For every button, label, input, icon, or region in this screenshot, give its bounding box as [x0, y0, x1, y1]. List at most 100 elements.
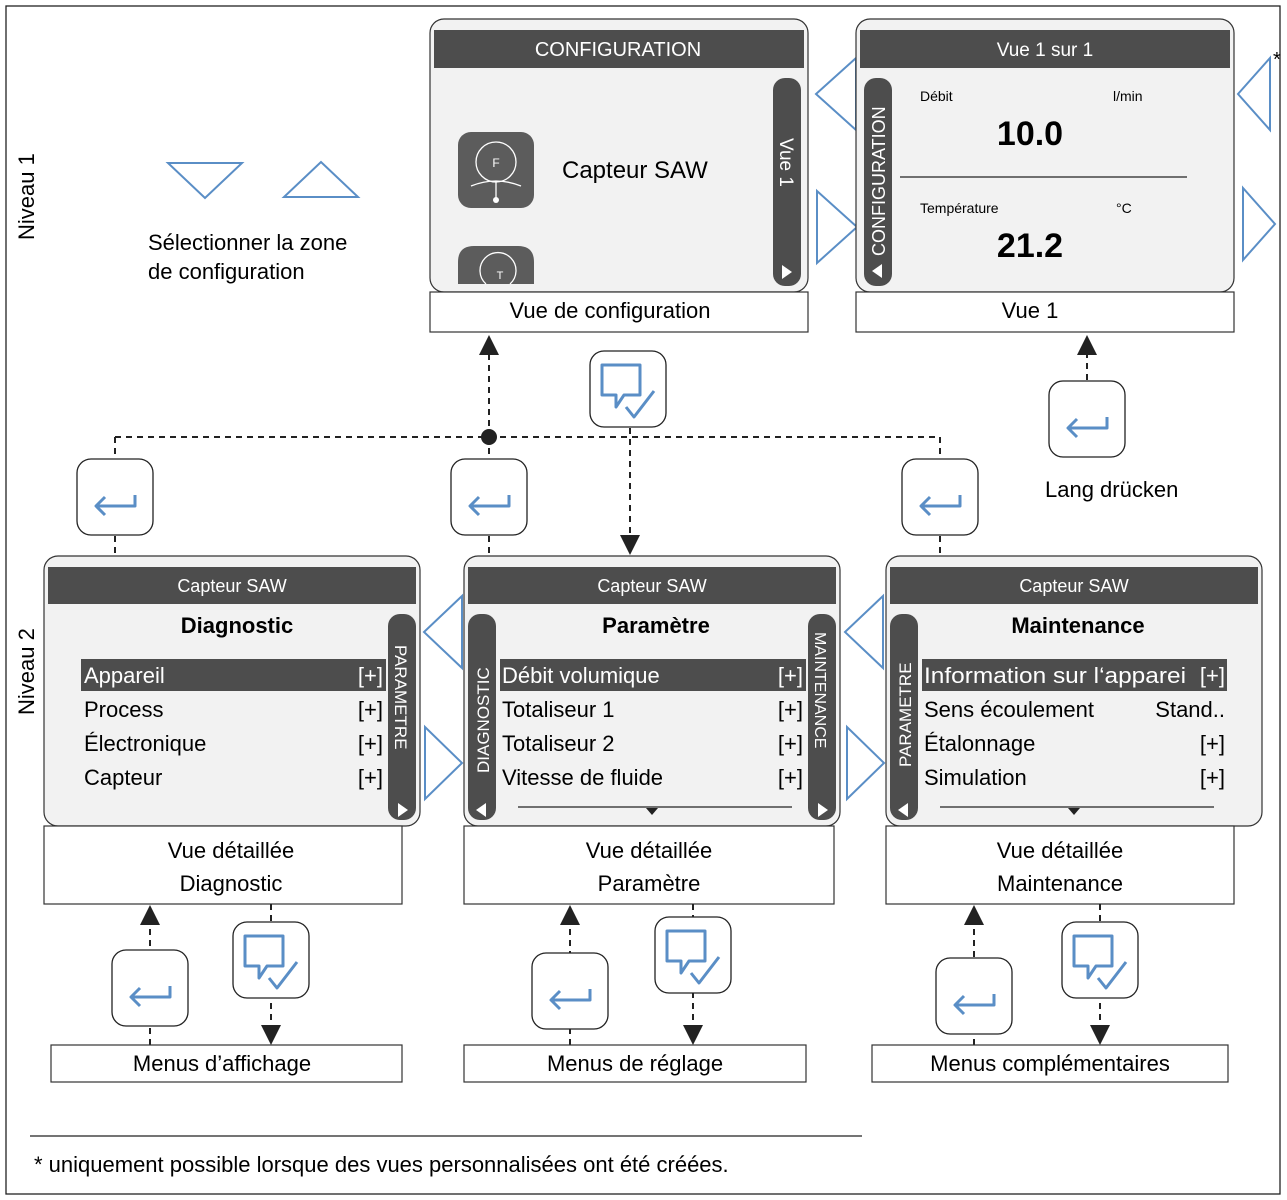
- far-left-nav-arrow-icon[interactable]: [1236, 55, 1271, 133]
- config-header: CONFIGURATION: [535, 39, 701, 61]
- list-item-label: Électronique: [84, 731, 206, 756]
- table-row[interactable]: Capteur [+]: [84, 765, 383, 790]
- right-nav-arrow-icon[interactable]: [424, 724, 464, 802]
- flow-unit: l/min: [1113, 88, 1143, 104]
- parametre-left-tab[interactable]: [468, 614, 496, 820]
- maintenance-header-bar: [890, 567, 1258, 604]
- table-row[interactable]: Simulation [+]: [924, 765, 1225, 790]
- back-button-maintenance-detail[interactable]: [934, 956, 1014, 1036]
- back-button-view1[interactable]: [1047, 379, 1127, 459]
- diagnostic-right-tab[interactable]: [388, 614, 416, 820]
- ok-button-parametre[interactable]: [653, 915, 733, 995]
- back-button-parametre[interactable]: [449, 457, 529, 537]
- list-item-label: Débit volumique: [502, 663, 660, 688]
- back-button-maintenance[interactable]: [900, 457, 980, 537]
- far-right-nav-arrow-icon[interactable]: [1242, 185, 1277, 263]
- flow-value: 10.0: [997, 115, 1063, 153]
- svg-text:F: F: [492, 156, 499, 170]
- maintenance-screen: Capteur SAW Maintenance PARAMETRE Inform…: [885, 555, 1263, 827]
- config-side-tab-label: Vue 1: [775, 138, 796, 187]
- diagnostic-row-highlight: [81, 659, 386, 691]
- temperature-unit: °C: [1116, 200, 1132, 216]
- maintenance-title: Maintenance: [1011, 613, 1144, 638]
- view1-side-tab[interactable]: [864, 78, 892, 286]
- left-nav-arrow-icon[interactable]: [814, 55, 857, 133]
- table-row[interactable]: Appareil [+]: [84, 663, 383, 688]
- diagnostic-caption-line2: Diagnostic: [180, 871, 283, 896]
- parametre-left-arrow-icon: [476, 803, 486, 817]
- list-item-value: [+]: [778, 731, 803, 756]
- select-zone-line2: de configuration: [148, 259, 305, 284]
- ok-button-diagnostic[interactable]: [231, 920, 311, 1000]
- flow-label: Débit: [920, 88, 953, 104]
- config-item-capteur-saw[interactable]: Capteur SAW: [562, 157, 708, 184]
- parametre-caption-line1: Vue détaillée: [586, 838, 712, 863]
- submenu-reglage: Menus de réglage: [547, 1051, 723, 1076]
- parametre-header: Capteur SAW: [597, 576, 706, 596]
- submenu-box-reglage[interactable]: [463, 1044, 807, 1083]
- view1-caption: Vue 1: [1002, 298, 1059, 323]
- config-tab-arrow-icon: [782, 265, 792, 279]
- config-caption-box: [429, 291, 809, 333]
- flow-sensor-icon: F: [458, 132, 534, 208]
- view1-side-tab-label: CONFIGURATION: [869, 106, 889, 256]
- view1-header-bar: [860, 30, 1230, 68]
- diagnostic-tab-arrow-icon: [398, 803, 408, 817]
- config-side-tab[interactable]: [773, 78, 801, 286]
- parametre-row-highlight: [500, 659, 806, 691]
- ok-button-config[interactable]: [588, 349, 668, 429]
- maintenance-left-tab[interactable]: [890, 614, 918, 820]
- long-press-label: Lang drücken: [1045, 477, 1178, 502]
- parametre-right-arrow-icon: [818, 803, 828, 817]
- up-arrow-icon: [281, 160, 361, 198]
- list-item-label: Process: [84, 697, 163, 722]
- submenu-box-affichage[interactable]: [50, 1044, 403, 1083]
- config-header-bar: [434, 30, 804, 68]
- list-item-value: [+]: [778, 765, 803, 790]
- list-item-value: [+]: [1200, 663, 1225, 688]
- list-item-label: Vitesse de fluide: [502, 765, 663, 790]
- submenu-complementaires: Menus complémentaires: [930, 1051, 1170, 1076]
- junction-dot: [481, 429, 497, 445]
- table-row[interactable]: Process [+]: [84, 697, 383, 722]
- list-item-value: [+]: [778, 663, 803, 688]
- diagnostic-right-tab-label: PARAMETRE: [391, 645, 410, 750]
- right-nav-arrow-icon[interactable]: [816, 188, 859, 266]
- table-row[interactable]: Totaliseur 1 [+]: [502, 697, 803, 722]
- back-button-diagnostic[interactable]: [75, 457, 155, 537]
- back-button-diagnostic-detail[interactable]: [110, 948, 190, 1028]
- asterisk-marker: *: [1273, 49, 1281, 71]
- scroll-down-icon[interactable]: [646, 808, 658, 815]
- list-item-label: Capteur: [84, 765, 162, 790]
- list-item-value: [+]: [1200, 765, 1225, 790]
- down-arrow-icon: [165, 162, 245, 200]
- table-row[interactable]: Étalonnage [+]: [924, 731, 1225, 756]
- left-nav-arrow-icon[interactable]: [843, 593, 884, 671]
- table-row[interactable]: Électronique [+]: [84, 731, 383, 756]
- table-row[interactable]: Débit volumique [+]: [502, 663, 803, 688]
- list-item-label: Sens écoulement: [924, 697, 1094, 722]
- parametre-header-bar: [468, 567, 836, 604]
- table-row[interactable]: Vitesse de fluide [+]: [502, 765, 803, 790]
- table-row[interactable]: Sens écoulement Stand..: [924, 697, 1225, 722]
- scroll-down-icon[interactable]: [1068, 808, 1080, 815]
- view1-tab-arrow-icon: [872, 264, 882, 278]
- parametre-caption-box: [463, 825, 835, 905]
- table-row[interactable]: Totaliseur 2 [+]: [502, 731, 803, 756]
- config-caption: Vue de configuration: [510, 298, 711, 323]
- right-nav-arrow-icon[interactable]: [846, 724, 886, 802]
- list-item-value: Stand..: [1155, 697, 1225, 722]
- diagnostic-header-bar: [48, 567, 416, 604]
- left-nav-arrow-icon[interactable]: [422, 593, 463, 671]
- table-row[interactable]: Information sur l‘apparei [+]: [924, 663, 1225, 688]
- parametre-screen: Capteur SAW Paramètre DIAGNOSTIC Débit v…: [463, 555, 841, 827]
- maintenance-row-highlight: [922, 659, 1227, 691]
- list-item-label: Appareil: [84, 663, 165, 688]
- ok-button-maintenance[interactable]: [1060, 920, 1140, 1000]
- parametre-left-tab-label: DIAGNOSTIC: [474, 667, 493, 773]
- parametre-right-tab[interactable]: [808, 614, 836, 820]
- list-item-value: [+]: [358, 765, 383, 790]
- maintenance-header: Capteur SAW: [1019, 576, 1128, 596]
- back-button-parametre-detail[interactable]: [530, 951, 610, 1031]
- submenu-box-complementaires[interactable]: [871, 1044, 1229, 1083]
